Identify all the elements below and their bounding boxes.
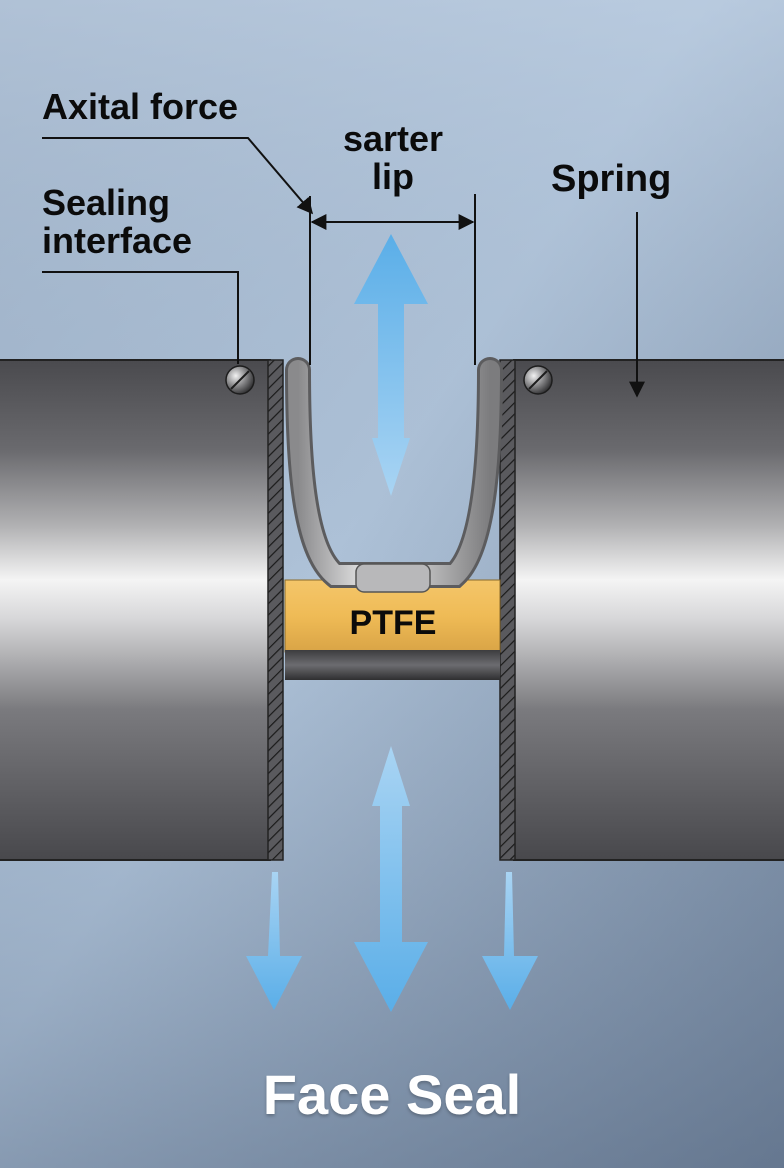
ptfe-base bbox=[285, 650, 500, 680]
right-down-arrow-icon bbox=[482, 872, 538, 1010]
right-seal-face bbox=[499, 359, 516, 861]
sealing-interface-line2: interface bbox=[42, 219, 193, 261]
diagram-title: Face Seal bbox=[262, 1063, 522, 1126]
center-double-arrow-icon bbox=[354, 746, 428, 1012]
lip-double-arrow-icon bbox=[354, 234, 428, 496]
left-ball-slot bbox=[230, 370, 250, 390]
axial-force-label: Axital force bbox=[42, 86, 239, 127]
axial-force-leader bbox=[42, 137, 314, 215]
left-shaft bbox=[0, 359, 271, 861]
left-down-arrow-icon bbox=[246, 872, 302, 1010]
sealing-interface-line1: Sealing bbox=[42, 182, 171, 223]
sealing-interface-leader bbox=[42, 271, 239, 364]
right-shaft bbox=[513, 359, 784, 861]
lip-label-line2: lip bbox=[372, 155, 414, 197]
right-ball-slot bbox=[528, 370, 548, 390]
lip-label: sarter lip bbox=[300, 120, 486, 196]
left-seal-face bbox=[267, 359, 284, 861]
ptfe-label: PTFE bbox=[349, 604, 437, 642]
lip-label-line1: sarter bbox=[342, 118, 444, 159]
sealing-interface-label: Sealing interface bbox=[42, 184, 192, 260]
spring-clip bbox=[355, 563, 431, 593]
spring-label: Spring bbox=[551, 158, 672, 200]
